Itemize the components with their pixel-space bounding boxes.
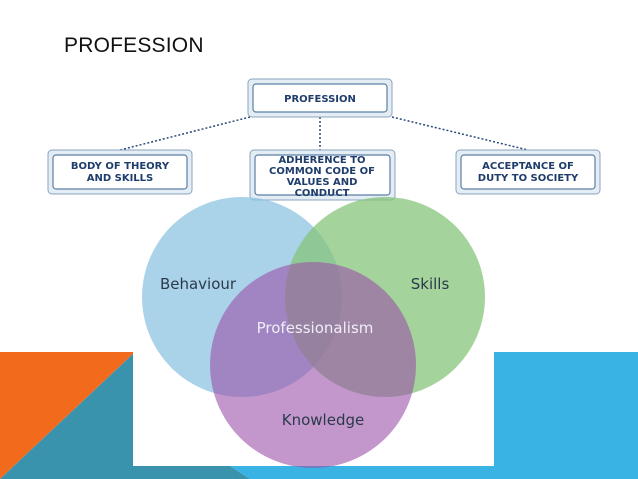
slide-title: PROFESSION (64, 34, 204, 57)
child-box-conduct-line-1: ADHERENCE TO (278, 155, 365, 166)
venn-label-behaviour: Behaviour (160, 275, 237, 293)
sky-right-panel (494, 352, 638, 479)
child-box-duty-line-2: DUTY TO SOCIETY (478, 173, 579, 184)
child-box-theory-line-2: AND SKILLS (87, 173, 154, 184)
connector-right (391, 116, 529, 151)
child-box-conduct-line-4: CONDUCT (295, 188, 350, 199)
root-box-label: PROFESSION (284, 94, 356, 105)
root-box: PROFESSION (247, 78, 393, 118)
child-box-conduct: ADHERENCE TO COMMON CODE OF VALUES AND C… (249, 149, 396, 201)
child-box-duty: ACCEPTANCE OF DUTY TO SOCIETY (455, 149, 601, 195)
child-box-conduct-line-3: VALUES AND (287, 177, 358, 188)
sky-bottom-strip (230, 466, 494, 479)
connector-left (119, 116, 251, 151)
teal-bottom-strip (135, 466, 250, 479)
venn-circle-knowledge (210, 262, 416, 468)
child-box-theory-line-1: BODY OF THEORY (71, 161, 170, 172)
venn-center-label: Professionalism (257, 319, 374, 337)
child-box-theory: BODY OF THEORY AND SKILLS (47, 149, 193, 195)
teal-corner-shape (0, 352, 135, 479)
venn-label-knowledge: Knowledge (282, 411, 364, 429)
venn-label-skills: Skills (411, 275, 450, 293)
child-box-duty-line-1: ACCEPTANCE OF (482, 161, 574, 172)
child-box-conduct-line-2: COMMON CODE OF (269, 166, 375, 177)
